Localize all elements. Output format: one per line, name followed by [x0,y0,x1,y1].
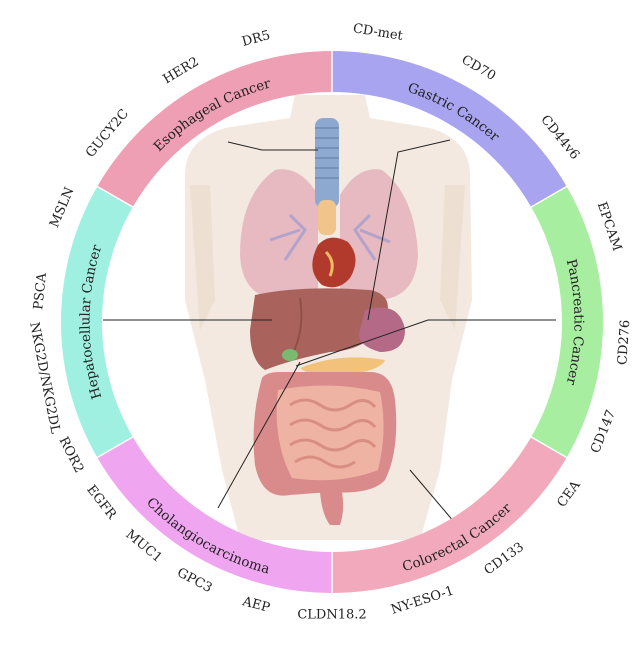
marker-label: CD70 [459,53,498,84]
anatomy-illustration [185,95,472,540]
marker-label: CD276 [615,319,633,365]
segment-pancreatic [531,187,603,458]
segment-hepatocellular [61,187,133,458]
marker-label: HER2 [161,54,202,87]
marker-label: PSCA [31,272,50,311]
marker-label: ROR2 [56,434,87,475]
marker-label: CD-met [352,21,405,44]
marker-label: EGFR [83,483,119,524]
marker-label: MUC1 [123,527,165,566]
marker-label: EPCAM [594,200,625,253]
marker-label: CLDN18.2 [297,608,366,623]
marker-label: CEA [555,478,584,511]
marker-label: CD133 [482,540,527,579]
marker-label: CD147 [588,408,619,456]
marker-label: NY-ESO-1 [389,583,456,617]
marker-label: NKG2D/NKG2DL [26,321,62,435]
marker-label: AEP [240,594,272,616]
marker-label: DR5 [240,28,271,50]
marker-label: MSLN [47,185,77,230]
marker-label: GPC3 [174,565,214,596]
